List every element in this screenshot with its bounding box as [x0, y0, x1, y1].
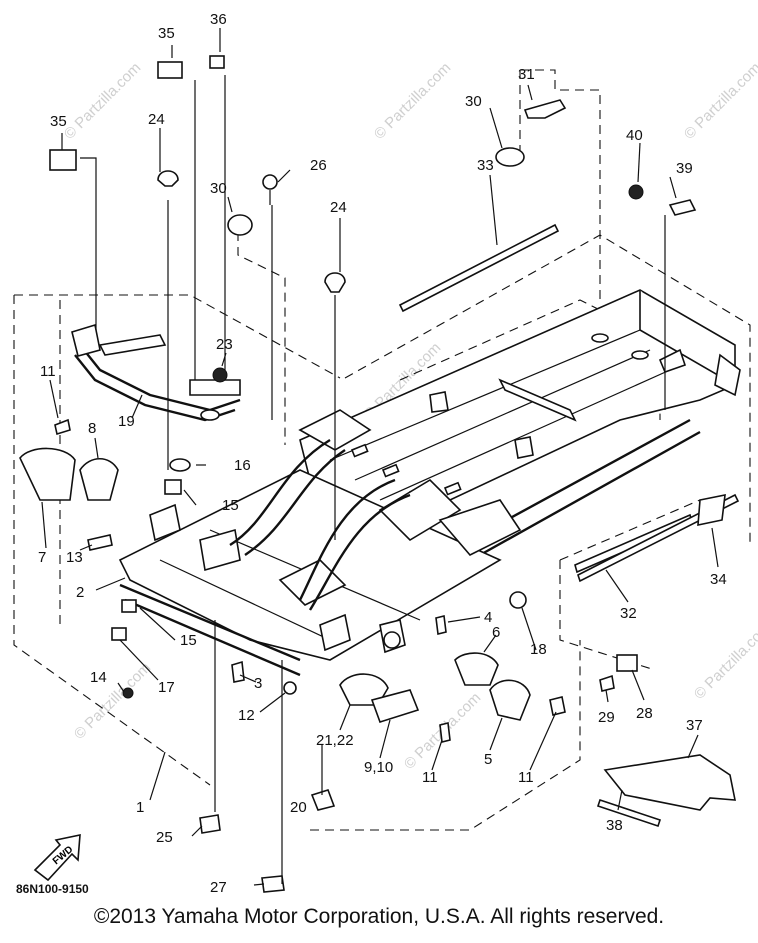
watermark: © Partzilla.com: [61, 59, 144, 142]
callout: 29: [598, 709, 615, 726]
small-parts: [19, 55, 697, 893]
callout: 21,22: [316, 732, 354, 749]
rubber-block-36: [209, 55, 225, 69]
callout: 2: [76, 584, 84, 601]
rubber-block-35-left: [49, 149, 77, 171]
watermark: © Partzilla.com: [71, 659, 154, 742]
nut-23: [212, 367, 228, 383]
callout: 36: [210, 11, 227, 28]
callout: 27: [210, 879, 227, 896]
slide-rails: [398, 223, 740, 828]
callout: 5: [484, 751, 492, 768]
callout: 38: [606, 817, 623, 834]
damper-15-top: [164, 479, 182, 495]
callout: 25: [156, 829, 173, 846]
callout: 15: [180, 632, 197, 649]
bolt-14: [122, 687, 134, 699]
callout: 19: [118, 413, 135, 430]
leader-lines: [41, 28, 719, 886]
reflector-39: [668, 199, 697, 216]
bolt-20: [310, 789, 336, 811]
rubber-block-35-top: [157, 61, 183, 79]
grommet-30-left: [227, 214, 253, 236]
callout: 24: [330, 199, 347, 216]
callout: 30: [210, 180, 227, 197]
callout: 23: [216, 336, 233, 353]
watermark: © Partzilla.com: [691, 619, 758, 702]
callout: 37: [686, 717, 703, 734]
callout: 6: [492, 624, 500, 641]
bolt-11-right: [549, 696, 566, 716]
callout: 13: [66, 549, 83, 566]
damper-17: [111, 627, 127, 641]
callout: 17: [158, 679, 175, 696]
bolt-29: [599, 674, 615, 692]
callout: 24: [148, 111, 165, 128]
watermark: © Partzilla.com: [371, 59, 454, 142]
callout: 39: [676, 160, 693, 177]
block-28: [616, 654, 638, 672]
clip-27: [261, 875, 285, 893]
plate-6: [454, 652, 499, 686]
bolt-3: [231, 660, 245, 683]
callout: 11: [422, 769, 438, 786]
grommet-30-top: [495, 147, 525, 167]
bolt-11-left: [54, 418, 71, 436]
callout: 35: [50, 113, 67, 130]
clip-25: [199, 814, 221, 834]
damper-16: [169, 458, 191, 472]
bolt-26-head: [262, 174, 278, 190]
callout: 31: [518, 66, 535, 83]
plate-5: [489, 679, 531, 721]
bushing-18: [509, 591, 527, 609]
bolt-11-mid: [439, 722, 451, 743]
watermark: © Partzilla.com: [681, 59, 758, 142]
callout: 4: [484, 609, 492, 626]
nut-40: [628, 184, 644, 200]
handlebar-bracket: [71, 323, 241, 422]
callout: 18: [530, 641, 547, 658]
callout: 34: [710, 571, 727, 588]
callout: 26: [310, 157, 327, 174]
callout: 1: [136, 799, 144, 816]
callout: 14: [90, 669, 107, 686]
callout: 28: [636, 705, 653, 722]
plate-8: [79, 457, 119, 501]
callout: 30: [465, 93, 482, 110]
callout: 7: [38, 549, 46, 566]
callout: 20: [290, 799, 307, 816]
drawing-code: 86N100-9150: [16, 882, 89, 896]
damper-9-10: [370, 689, 420, 723]
clip-24-left: [157, 170, 179, 187]
plate-7: [19, 447, 76, 501]
copyright-text: ©2013 Yamaha Motor Corporation, U.S.A. A…: [93, 905, 665, 928]
callout-labels: 35 36 35 24 26 30 24 31 30 33 40 39 23 1…: [38, 11, 727, 896]
clip-24-mid: [324, 272, 346, 293]
washer-12: [283, 681, 297, 695]
callout: 33: [477, 157, 494, 174]
callout: 16: [234, 457, 251, 474]
forward-arrow-icon: FWD: [33, 833, 81, 882]
callout: 9,10: [364, 759, 393, 776]
callout: 40: [626, 127, 643, 144]
bolt-4: [435, 615, 447, 635]
callout: 11: [518, 769, 534, 786]
callout: 11: [40, 363, 56, 380]
callout: 15: [222, 497, 239, 514]
main-frame: [118, 289, 741, 677]
plate-13: [87, 534, 113, 551]
callout: 32: [620, 605, 637, 622]
callout: 8: [88, 420, 96, 437]
callout: 3: [254, 675, 262, 692]
bracket-31: [523, 99, 567, 119]
callout: 12: [238, 707, 255, 724]
damper-15-bottom: [121, 599, 137, 613]
callout: 35: [158, 25, 175, 42]
